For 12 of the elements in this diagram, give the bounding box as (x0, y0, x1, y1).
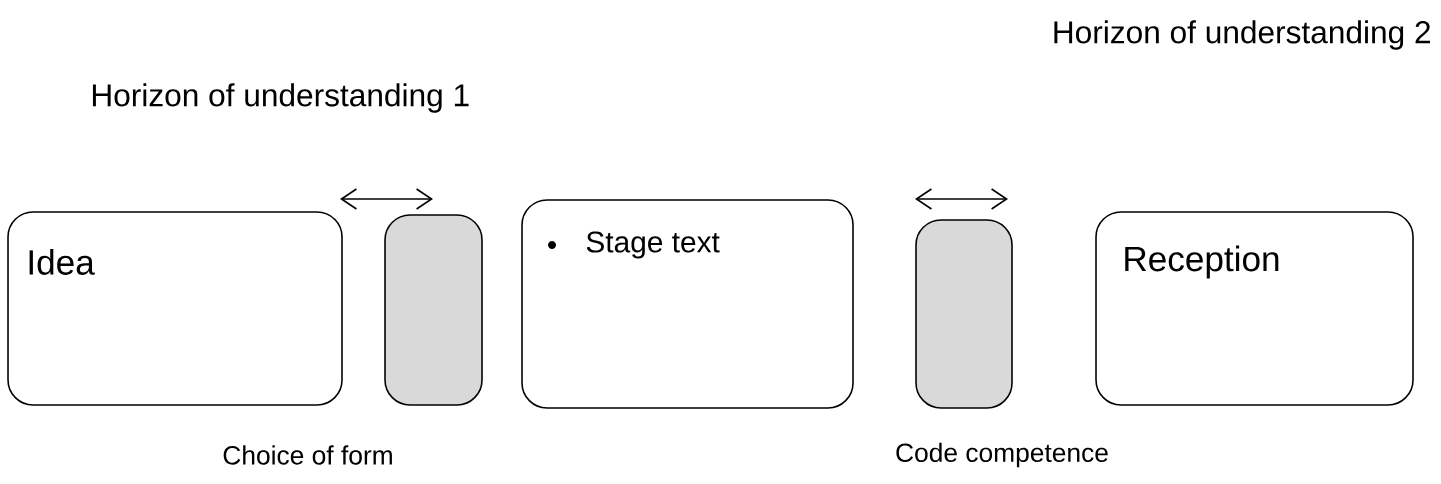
caption-label: Choice of form (223, 445, 392, 465)
heading: Horizon of understanding 1 (92, 83, 469, 113)
rounded-box (7, 211, 343, 406)
shaded-box (915, 219, 1013, 409)
rounded-box (1095, 211, 1414, 406)
box-title: Reception (1125, 245, 1279, 279)
box-title: Idea (29, 249, 95, 275)
caption-label: Code competence (896, 442, 1108, 468)
heading: Horizon of understanding 2 (1054, 20, 1430, 50)
box-title: Stage text (586, 231, 720, 259)
shaded-box (384, 214, 483, 406)
rounded-box (521, 199, 854, 409)
